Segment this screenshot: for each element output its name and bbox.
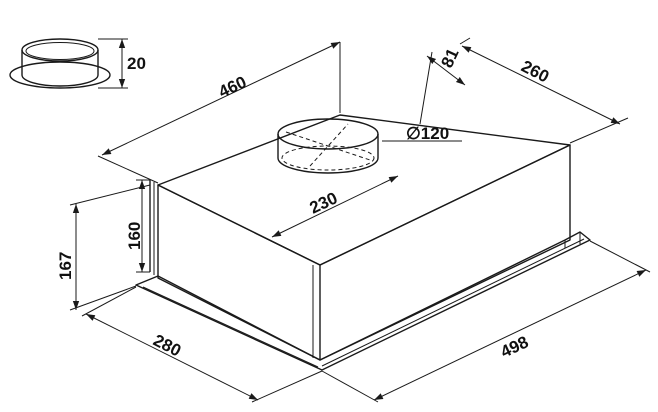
dim-line-81	[426, 55, 466, 86]
ext-167-bottom	[69, 285, 137, 311]
label-depth-bottom: 280	[150, 331, 184, 361]
hood-front-face	[157, 184, 321, 361]
label-outlet-diameter: ∅120	[406, 124, 449, 143]
dim-line-230	[271, 175, 399, 238]
hood-top-face	[157, 114, 571, 266]
dimension-lines	[69, 37, 651, 403]
dim-line-460	[101, 41, 341, 156]
ext-498-left	[321, 370, 379, 403]
collar-detail	[9, 38, 128, 89]
flange-inner-right	[321, 238, 585, 367]
label-collar-height: 20	[127, 54, 146, 73]
outlet-body	[277, 134, 379, 174]
ext-280-right	[251, 370, 323, 403]
collar-flange	[9, 61, 111, 89]
collar-body	[21, 50, 99, 87]
hood-body	[135, 114, 591, 371]
label-length-top: 460	[216, 72, 250, 101]
outlet-center-line-b	[309, 123, 349, 167]
collar-top-rim	[21, 38, 99, 62]
label-body-height: 160	[125, 222, 144, 250]
dim-line-498	[373, 269, 647, 401]
dim-line-260	[461, 45, 621, 125]
ext-260-right	[569, 117, 629, 144]
ext-81-right	[459, 37, 471, 45]
ext-280-left	[81, 286, 137, 317]
label-depth-top: 260	[518, 57, 552, 87]
bottom-flange	[135, 231, 591, 371]
dim-line-280	[85, 313, 259, 401]
dimension-labels: 20 460 81 260 ∅120 230 160 167 280 498	[56, 46, 552, 362]
hood-right-face	[319, 144, 571, 361]
ext-167-top	[69, 184, 151, 206]
ext-81-left	[419, 51, 433, 125]
ext-460-left	[97, 155, 159, 184]
label-outlet-center: 230	[307, 188, 341, 217]
collar-inner-rim	[25, 42, 95, 60]
label-length-bottom: 498	[498, 332, 532, 361]
ext-498-right	[589, 240, 651, 273]
label-total-height: 167	[56, 252, 75, 280]
